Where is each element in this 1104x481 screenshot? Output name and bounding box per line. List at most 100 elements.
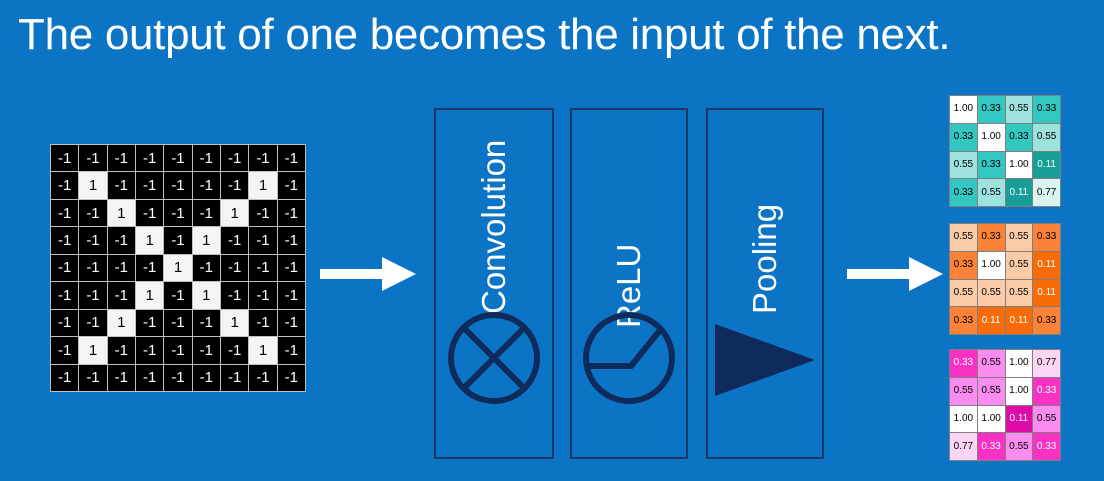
input-cell-r9-c4: -1 xyxy=(136,364,164,391)
layer-box-relu[interactable]: ReLU xyxy=(570,108,688,459)
input-cell-r3-c4: -1 xyxy=(136,199,164,227)
relu-output-grid-cell-r4-c3: 0.11 xyxy=(1005,307,1033,334)
input-cell-r6-c6: 1 xyxy=(192,282,220,309)
input-cell-r4-c6: 1 xyxy=(192,227,220,254)
convolution-output-grid-cell-r2-c3: 0.33 xyxy=(1005,123,1033,151)
pooling-output-grid-cell-r4-c3: 0.55 xyxy=(1005,433,1033,460)
input-cell-r7-c7: 1 xyxy=(221,309,249,337)
pooling-output-grid-cell-r4-c1: 0.77 xyxy=(950,433,977,460)
input-cell-r3-c2: -1 xyxy=(79,199,107,227)
convolution-output-grid-cell-r3-c3: 1.00 xyxy=(1005,151,1033,179)
pooling-output-grid-cell-r1-c1: 0.33 xyxy=(950,350,977,377)
relu-output-grid-cell-r1-c3: 0.55 xyxy=(1005,224,1033,251)
relu-output-grid-cell-r3-c4: 0.11 xyxy=(1033,279,1060,307)
convolution-output-grid-cell-r2-c1: 0.33 xyxy=(950,123,977,151)
relu-output-grid-cell-r4-c2: 0.11 xyxy=(977,307,1005,334)
convolution-output-grid-cell-r3-c4: 0.11 xyxy=(1033,151,1060,179)
input-cell-r7-c3: 1 xyxy=(107,309,135,337)
input-cell-r2-c2: 1 xyxy=(79,172,107,199)
input-cell-r2-c8: 1 xyxy=(249,172,277,199)
input-cell-r2-c9: -1 xyxy=(277,172,305,199)
relu-output-grid-cell-r3-c3: 0.55 xyxy=(1005,279,1033,307)
input-cell-r1-c7: -1 xyxy=(221,145,249,172)
pooling-output-grid-cell-r1-c4: 0.77 xyxy=(1033,350,1060,377)
input-cell-r6-c9: -1 xyxy=(277,282,305,309)
input-cell-r1-c2: -1 xyxy=(79,145,107,172)
input-cell-r7-c5: -1 xyxy=(164,309,192,337)
input-cell-r7-c2: -1 xyxy=(79,309,107,337)
convolution-output-grid-cell-r1-c3: 0.55 xyxy=(1005,96,1033,123)
input-cell-r7-c9: -1 xyxy=(277,309,305,337)
convolution-output-grid-cell-r4-c4: 0.77 xyxy=(1033,179,1060,206)
input-cell-r6-c3: -1 xyxy=(107,282,135,309)
input-cell-r6-c2: -1 xyxy=(79,282,107,309)
input-cell-r5-c9: -1 xyxy=(277,254,305,282)
input-cell-r5-c7: -1 xyxy=(221,254,249,282)
input-cell-r1-c6: -1 xyxy=(192,145,220,172)
input-cell-r9-c8: -1 xyxy=(249,364,277,391)
input-cell-r5-c4: -1 xyxy=(136,254,164,282)
relu-output-grid-cell-r1-c1: 0.55 xyxy=(950,224,977,251)
input-cell-r2-c6: -1 xyxy=(192,172,220,199)
input-cell-r4-c2: -1 xyxy=(79,227,107,254)
input-cell-r1-c8: -1 xyxy=(249,145,277,172)
input-cell-r9-c9: -1 xyxy=(277,364,305,391)
input-cell-r9-c6: -1 xyxy=(192,364,220,391)
convolution-output-grid-cell-r1-c4: 0.33 xyxy=(1033,96,1060,123)
input-cell-r3-c9: -1 xyxy=(277,199,305,227)
input-cell-r7-c4: -1 xyxy=(136,309,164,337)
input-cell-r2-c4: -1 xyxy=(136,172,164,199)
layer-box-pooling[interactable]: Pooling xyxy=(706,108,824,459)
input-cell-r8-c7: -1 xyxy=(221,337,249,364)
convolution-output-grid-cell-r2-c2: 1.00 xyxy=(977,123,1005,151)
input-cell-r4-c9: -1 xyxy=(277,227,305,254)
input-cell-r9-c1: -1 xyxy=(51,364,79,391)
arrow-layers-to-output xyxy=(845,252,945,296)
input-cell-r7-c6: -1 xyxy=(192,309,220,337)
input-cell-r4-c7: -1 xyxy=(221,227,249,254)
relu-output-grid-cell-r2-c4: 0.11 xyxy=(1033,251,1060,279)
input-cell-r2-c3: -1 xyxy=(107,172,135,199)
relu-output-grid-cell-r4-c4: 0.33 xyxy=(1033,307,1060,334)
layer-label-pooling: Pooling xyxy=(746,203,783,314)
input-cell-r3-c1: -1 xyxy=(51,199,79,227)
pooling-output-grid-cell-r2-c2: 0.55 xyxy=(977,377,1005,405)
input-cell-r4-c1: -1 xyxy=(51,227,79,254)
input-cell-r9-c3: -1 xyxy=(107,364,135,391)
relu-output-grid-cell-r3-c2: 0.55 xyxy=(977,279,1005,307)
pooling-output-grid-cell-r1-c3: 1.00 xyxy=(1005,350,1033,377)
input-cell-r8-c1: -1 xyxy=(51,337,79,364)
layer-label-relu: ReLU xyxy=(610,243,647,328)
convolution-output-grid-cell-r4-c3: 0.11 xyxy=(1005,179,1033,206)
layer-box-convolution[interactable]: Convolution xyxy=(434,108,554,459)
pooling-output-grid-cell-r4-c2: 0.33 xyxy=(977,433,1005,460)
input-cell-r9-c7: -1 xyxy=(221,364,249,391)
input-cell-r5-c3: -1 xyxy=(107,254,135,282)
input-cell-r7-c8: -1 xyxy=(249,309,277,337)
input-cell-r1-c1: -1 xyxy=(51,145,79,172)
relu-output-grid-cell-r4-c1: 0.33 xyxy=(950,307,977,334)
filled-triangle-right-icon xyxy=(713,322,817,398)
relu-output-grid-cell-r1-c2: 0.33 xyxy=(977,224,1005,251)
relu-output-grid-cell-r2-c1: 0.33 xyxy=(950,251,977,279)
input-cell-r3-c6: -1 xyxy=(192,199,220,227)
pooling-output-grid-cell-r1-c2: 0.55 xyxy=(977,350,1005,377)
convolution-output-grid-cell-r1-c2: 0.33 xyxy=(977,96,1005,123)
relu-output-grid-cell-r3-c1: 0.55 xyxy=(950,279,977,307)
input-cell-r3-c8: -1 xyxy=(249,199,277,227)
circle-cross-icon xyxy=(446,310,542,406)
input-cell-r3-c7: 1 xyxy=(221,199,249,227)
convolution-output-grid-cell-r3-c2: 0.33 xyxy=(977,151,1005,179)
input-cell-r6-c4: 1 xyxy=(136,282,164,309)
input-cell-r8-c9: -1 xyxy=(277,337,305,364)
input-cell-r5-c6: -1 xyxy=(192,254,220,282)
input-cell-r2-c7: -1 xyxy=(221,172,249,199)
input-cell-r5-c5: 1 xyxy=(164,254,192,282)
convolution-output-grid-cell-r4-c2: 0.55 xyxy=(977,179,1005,206)
input-cell-r7-c1: -1 xyxy=(51,309,79,337)
pooling-output-grid-cell-r2-c3: 1.00 xyxy=(1005,377,1033,405)
